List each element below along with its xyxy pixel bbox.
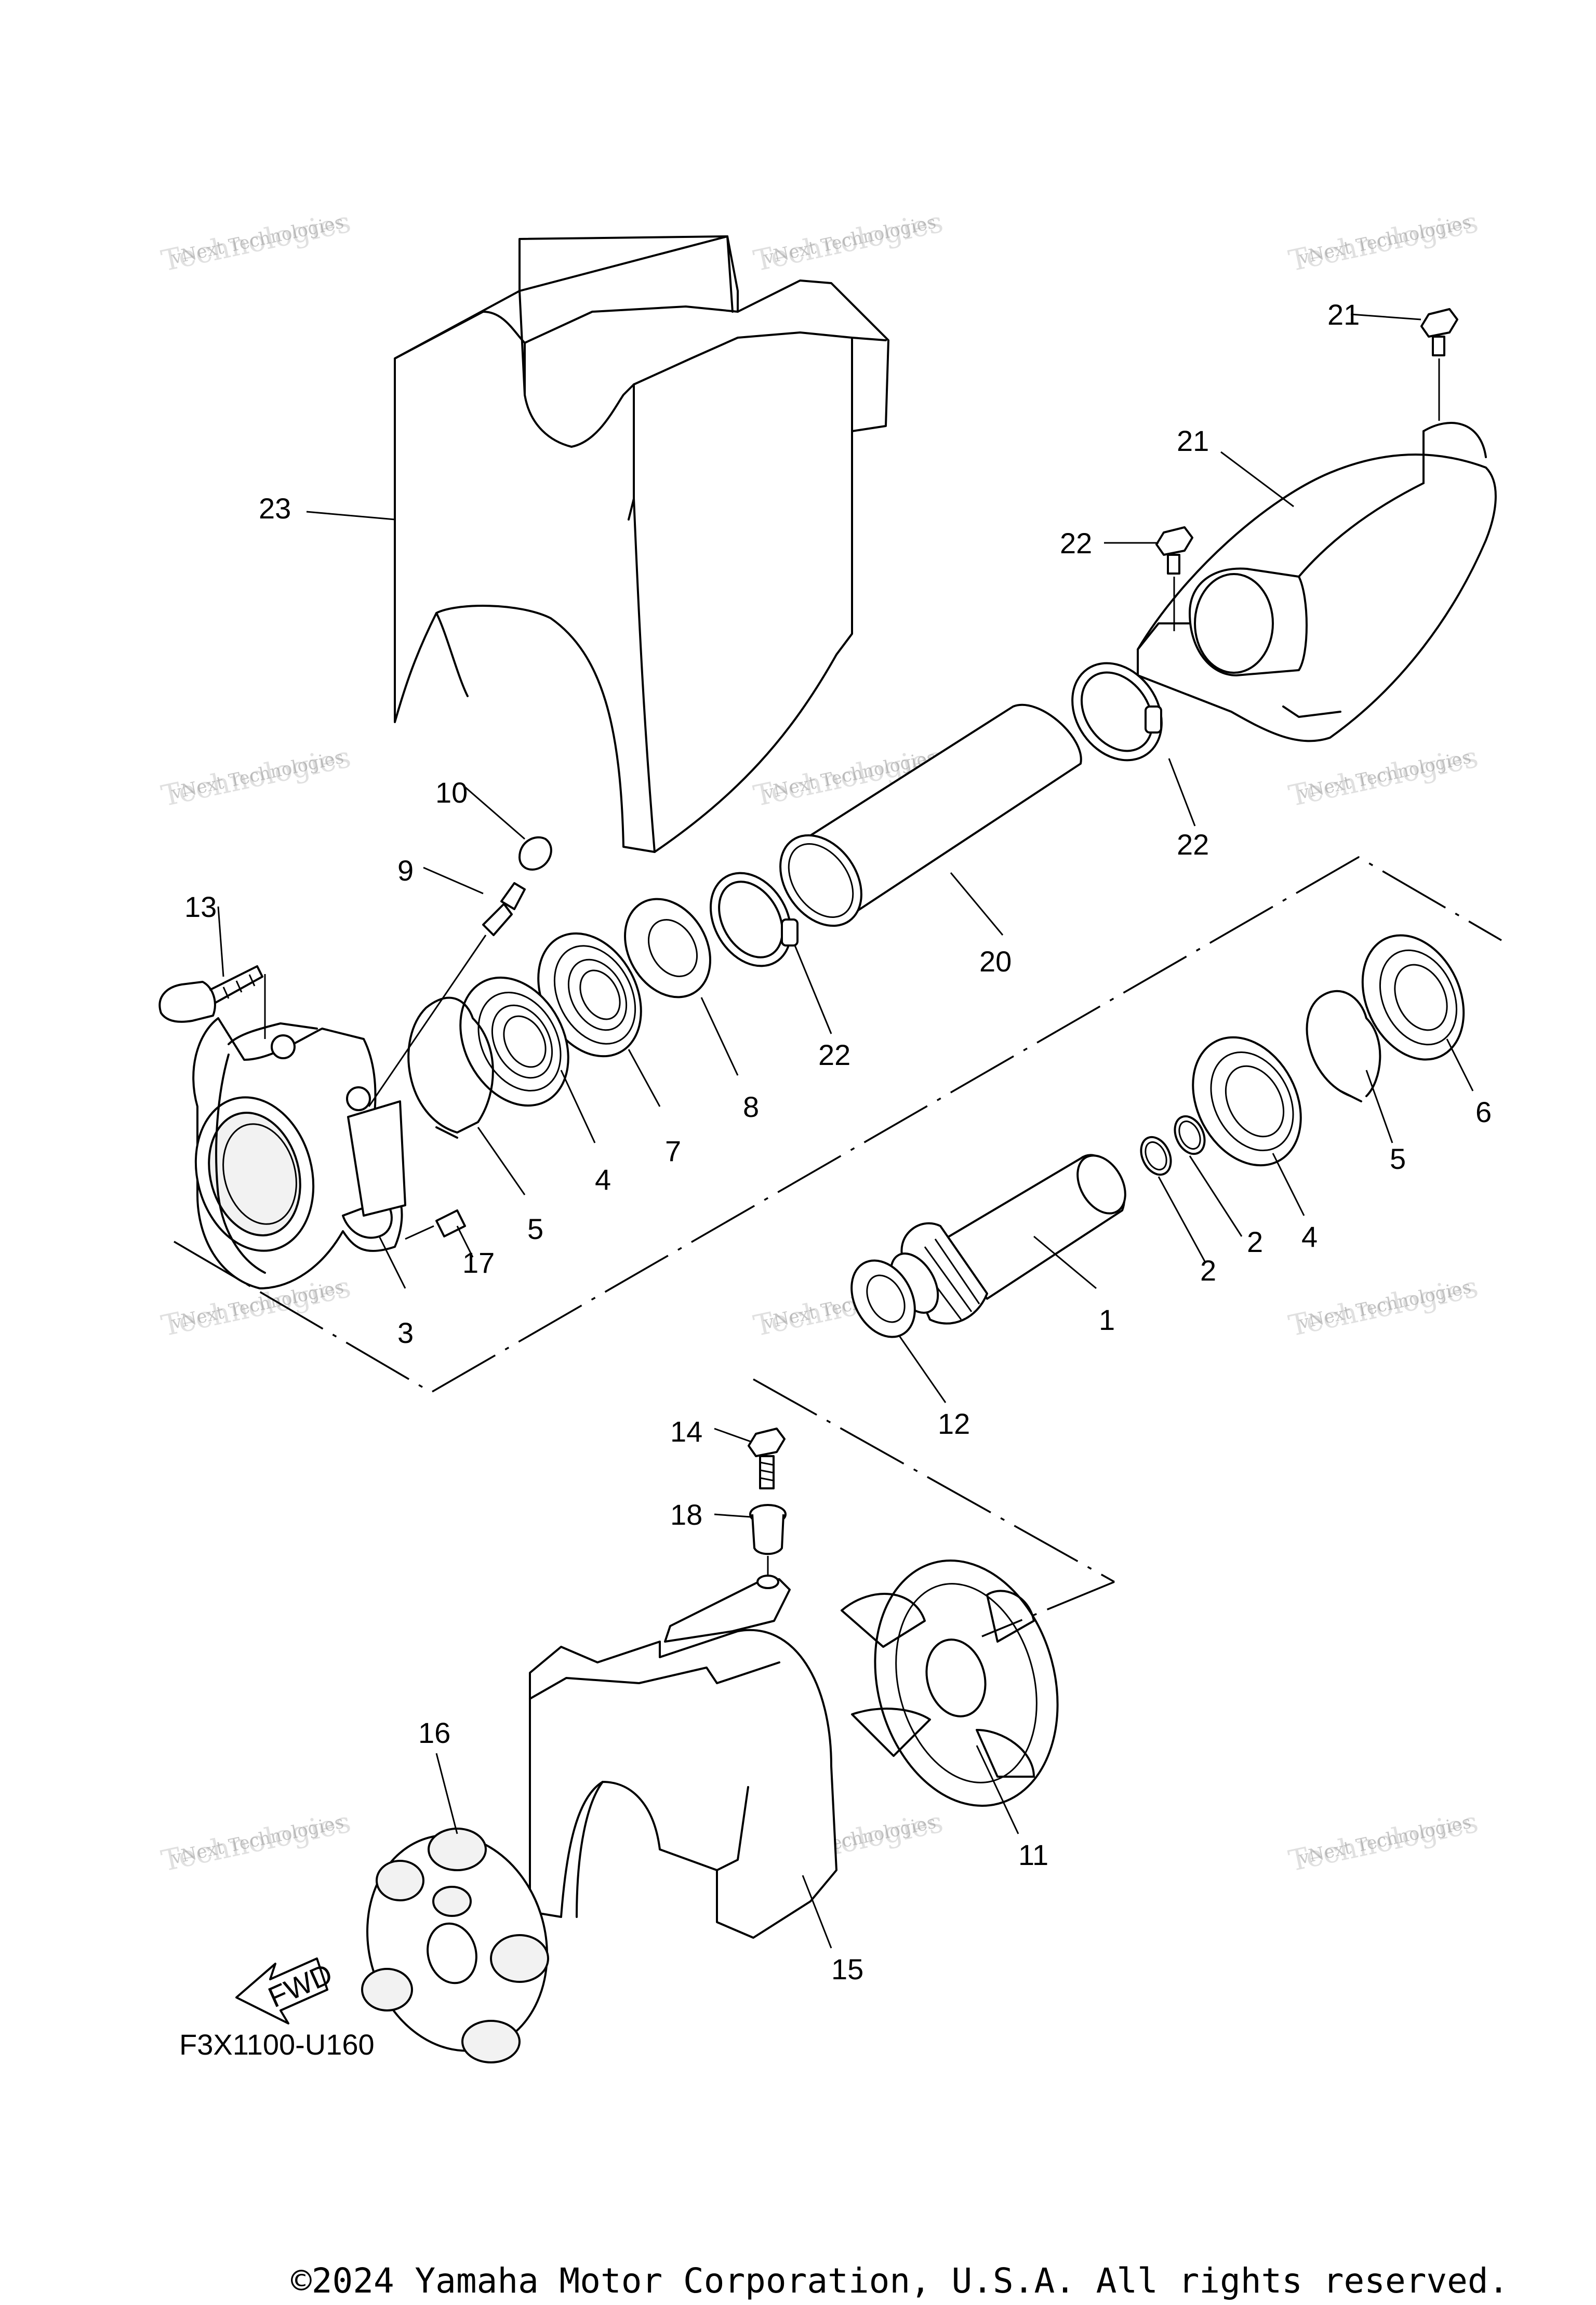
callout-1: 1 — [1099, 1303, 1115, 1336]
part-21-bolt-upper[interactable] — [1420, 308, 1458, 421]
callout-7: 7 — [665, 1135, 681, 1167]
copyright-notice: ©2024 Yamaha Motor Corporation, U.S.A. A… — [291, 2261, 1509, 2301]
diagram-code: F3X1100-U160 — [179, 2028, 375, 2061]
part-1-shaft[interactable] — [881, 1147, 1135, 1325]
part-2-o-ring-b[interactable] — [1135, 1132, 1176, 1180]
part-15-duct[interactable] — [529, 1575, 837, 1939]
callout-3: 3 — [397, 1316, 414, 1349]
part-17-pin[interactable] — [405, 1209, 466, 1240]
callout-20: 21 — [1177, 424, 1209, 457]
watermark: Technologies vNext Technologies — [158, 205, 354, 278]
callout-6: 6 — [1475, 1096, 1492, 1128]
callout-21a: 21 — [1327, 298, 1360, 331]
watermark: Technologies vNext Technologies — [158, 740, 354, 814]
part-20-nozzle-housing[interactable] — [1137, 422, 1497, 742]
part-23-cover[interactable] — [394, 235, 889, 853]
callout-17: 17 — [462, 1246, 495, 1279]
part-13-bolt[interactable] — [158, 965, 266, 1039]
part-14-bolt[interactable] — [748, 1428, 786, 1489]
part-4-bearing-left[interactable] — [439, 959, 590, 1125]
part-16-stator[interactable] — [343, 1815, 570, 2071]
part-3-housing[interactable] — [179, 1017, 406, 1289]
callout-2a: 2 — [1247, 1225, 1263, 1258]
part-5-circlip-right[interactable] — [1306, 990, 1381, 1102]
callout-8: 8 — [743, 1090, 759, 1123]
callout-13: 13 — [184, 890, 217, 923]
part-19-hose[interactable] — [764, 703, 1082, 941]
callout-4a: 4 — [595, 1163, 611, 1196]
assembly-outline-left — [174, 856, 1502, 1394]
part-9-grease-nipple[interactable] — [368, 882, 526, 1107]
leader-lines — [217, 313, 1474, 1949]
callouts: 23 21 21 22 22 20 22 8 7 4 5 17 3 9 10 1… — [179, 298, 1492, 2061]
part-21-bolt-lower[interactable] — [1155, 526, 1193, 631]
assembly-outline-left-2 — [753, 1378, 1115, 1583]
callout-5b: 5 — [1390, 1142, 1406, 1175]
callout-18: 18 — [670, 1498, 702, 1531]
part-22-clamp-upper[interactable] — [1054, 646, 1180, 777]
part-11-impeller-housing[interactable] — [841, 1540, 1084, 1827]
callout-22b: 22 — [818, 1038, 850, 1071]
callout-11: 11 — [1018, 1838, 1048, 1871]
watermark: Technologies vNext Technologies — [1286, 1805, 1481, 1878]
part-4-bearing-right[interactable] — [1172, 1019, 1322, 1184]
callout-9: 9 — [397, 854, 414, 887]
callout-15: 15 — [831, 1953, 863, 1986]
part-10-cap[interactable] — [518, 836, 552, 871]
callout-22a: 22 — [1177, 828, 1209, 861]
callout-5a: 5 — [527, 1213, 543, 1245]
watermark: Technologies vNext Technologies — [158, 1805, 354, 1878]
callout-4b: 4 — [1301, 1220, 1318, 1253]
callout-19: 20 — [979, 945, 1012, 978]
watermark: Technologies vNext Technologies — [751, 205, 946, 278]
watermark: Technologies vNext Technologies — [1286, 205, 1481, 278]
callout-21b: 22 — [1060, 527, 1092, 559]
part-2-o-ring-a[interactable] — [1169, 1112, 1210, 1159]
callout-2b: 2 — [1200, 1254, 1216, 1287]
callout-12: 12 — [938, 1407, 970, 1440]
fwd-arrow: FWD — [235, 1957, 337, 2024]
watermark: Technologies vNext Technologies — [1286, 1270, 1481, 1343]
part-18-collar[interactable] — [749, 1504, 787, 1582]
callout-14: 14 — [670, 1415, 702, 1448]
callout-16: 16 — [418, 1716, 450, 1749]
callout-10: 10 — [435, 776, 468, 809]
part-12-collar[interactable] — [839, 1249, 927, 1348]
part-22-clamp-lower[interactable] — [695, 859, 807, 981]
assembly-outline-bottom — [981, 1581, 1115, 1637]
part-5-circlip-left[interactable] — [407, 996, 494, 1139]
callout-23: 23 — [259, 492, 291, 525]
part-6-bearing-right[interactable] — [1344, 919, 1483, 1076]
part-8-seal[interactable] — [608, 884, 727, 1012]
watermark: Technologies vNext Technologies — [1286, 740, 1481, 814]
